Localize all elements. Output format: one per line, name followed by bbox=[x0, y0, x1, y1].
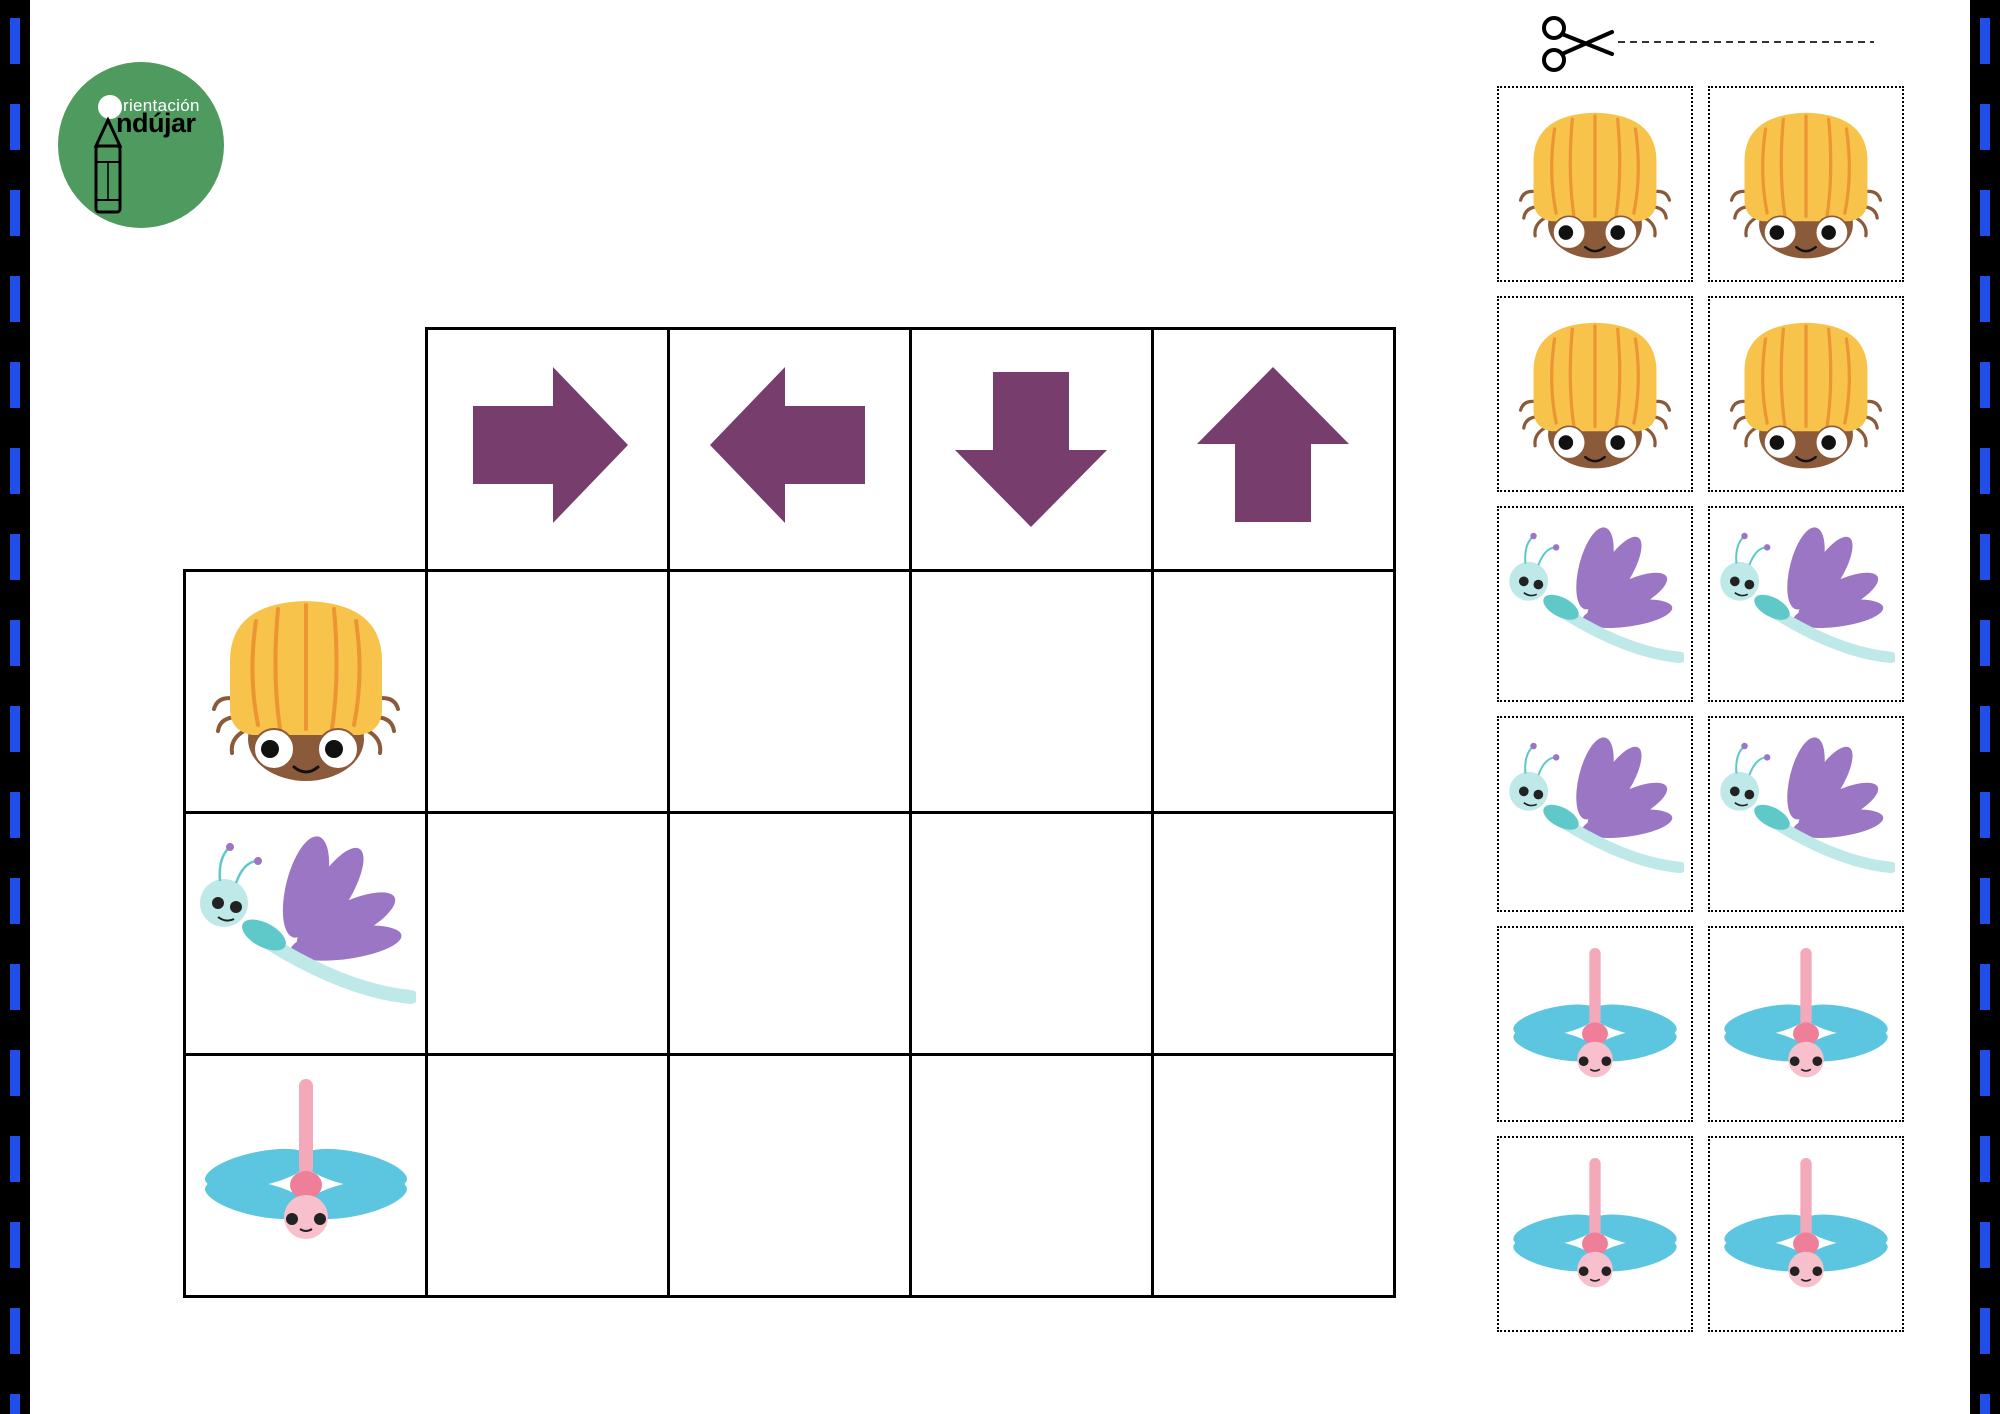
logo-text-andujar: ndújar bbox=[116, 108, 196, 138]
empty-cell[interactable] bbox=[425, 569, 670, 814]
empty-cell[interactable] bbox=[425, 1053, 670, 1298]
cutout-card-dragonfly-purple[interactable] bbox=[1497, 716, 1693, 912]
classification-grid bbox=[183, 327, 1396, 1298]
dragonfly-pink-icon bbox=[1720, 1157, 1892, 1289]
header-row bbox=[185, 327, 1396, 572]
empty-cell[interactable] bbox=[425, 811, 670, 1056]
dragonfly-purple-icon bbox=[1506, 733, 1684, 895]
row-label-beetle bbox=[183, 569, 428, 814]
empty-cell[interactable] bbox=[909, 811, 1154, 1056]
cutout-card-dragonfly-pink[interactable] bbox=[1708, 1136, 1904, 1332]
row-label-dragonfly-purple bbox=[183, 811, 428, 1056]
grid-row-dragonfly-pink bbox=[183, 1053, 1396, 1298]
cutout-card-dragonfly-purple[interactable] bbox=[1497, 506, 1693, 702]
empty-cell[interactable] bbox=[667, 569, 912, 814]
empty-cell[interactable] bbox=[1151, 569, 1396, 814]
left-page-border bbox=[0, 0, 30, 1414]
header-cell-left bbox=[667, 327, 912, 572]
header-cell-up bbox=[1151, 327, 1396, 572]
dragonfly-purple-icon bbox=[1717, 523, 1895, 685]
arrow-down-icon bbox=[954, 372, 1107, 527]
arrow-right-icon bbox=[472, 367, 628, 523]
cutout-card-dragonfly-pink[interactable] bbox=[1497, 1136, 1693, 1332]
cutout-card-dragonfly-pink[interactable] bbox=[1708, 926, 1904, 1122]
scissors-icon bbox=[1542, 16, 1614, 72]
empty-cell[interactable] bbox=[667, 1053, 912, 1298]
empty-cell[interactable] bbox=[909, 1053, 1154, 1298]
beetle-icon bbox=[211, 601, 400, 781]
dragonfly-purple-icon bbox=[199, 836, 418, 1004]
empty-cell[interactable] bbox=[667, 811, 912, 1056]
beetle-icon bbox=[1518, 321, 1672, 471]
beetle-icon bbox=[1729, 321, 1883, 471]
dragonfly-pink-icon bbox=[1720, 947, 1892, 1079]
cutout-card-beetle[interactable] bbox=[1497, 296, 1693, 492]
beetle-icon bbox=[1518, 111, 1672, 261]
logo-text-orientacion: rientación bbox=[123, 96, 200, 115]
arrow-up-icon bbox=[1196, 367, 1349, 522]
dragonfly-purple-icon bbox=[1506, 523, 1684, 685]
cutout-card-beetle[interactable] bbox=[1497, 86, 1693, 282]
right-page-border bbox=[1970, 0, 2000, 1414]
beetle-icon bbox=[1729, 111, 1883, 261]
cutout-card-dragonfly-pink[interactable] bbox=[1497, 926, 1693, 1122]
grid-row-beetle bbox=[183, 569, 1396, 814]
header-cell-right bbox=[425, 327, 670, 572]
cut-line bbox=[1542, 16, 1874, 72]
grid-row-dragonfly-purple bbox=[183, 811, 1396, 1056]
cutout-card-dragonfly-purple[interactable] bbox=[1708, 506, 1904, 702]
header-cell-down bbox=[909, 327, 1154, 572]
empty-cell[interactable] bbox=[1151, 811, 1396, 1056]
orientacion-andujar-logo: rientación ndújar bbox=[58, 62, 224, 228]
cutout-card-beetle[interactable] bbox=[1708, 296, 1904, 492]
empty-cell[interactable] bbox=[1151, 1053, 1396, 1298]
dragonfly-purple-icon bbox=[1717, 733, 1895, 895]
dragonfly-pink-icon bbox=[204, 1079, 407, 1239]
dragonfly-pink-icon bbox=[1509, 1157, 1681, 1289]
arrow-left-icon bbox=[709, 367, 865, 523]
cutout-card-dragonfly-purple[interactable] bbox=[1708, 716, 1904, 912]
dragonfly-pink-icon bbox=[1509, 947, 1681, 1079]
empty-cell[interactable] bbox=[909, 569, 1154, 814]
empty-corner-cell bbox=[185, 329, 427, 571]
cutout-card-beetle[interactable] bbox=[1708, 86, 1904, 282]
row-label-dragonfly-pink bbox=[183, 1053, 428, 1298]
